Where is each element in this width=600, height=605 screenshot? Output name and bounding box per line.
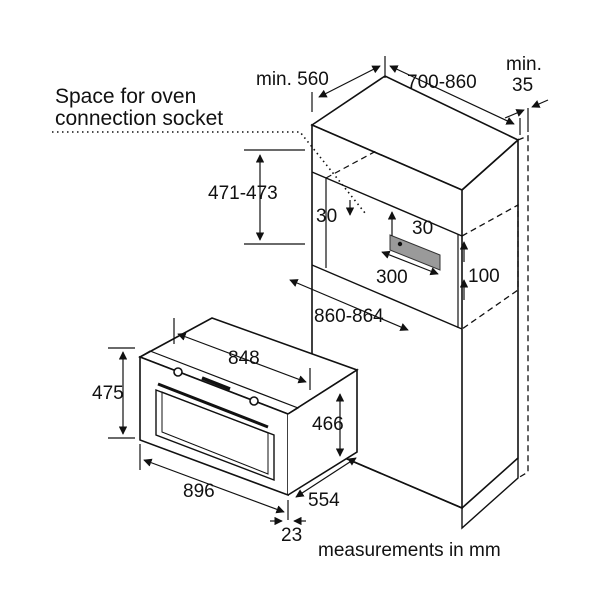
rear-gap-dashed [517,135,529,479]
label-30-left: 30 [316,206,337,227]
dim-35-b [531,99,549,108]
label-min-560: min. 560 [256,69,329,90]
dim-848 [177,332,307,384]
oven-knob-left [173,367,183,377]
label-848: 848 [228,348,260,369]
label-471-473: 471-473 [208,183,278,204]
label-554: 554 [308,490,340,511]
niche-back-dashed [461,203,519,330]
dim-554 [295,457,357,498]
label-30-right: 30 [412,218,433,239]
cabinet-side [461,138,519,509]
annotation-line2: connection socket [55,107,223,130]
label-896: 896 [183,481,215,502]
socket-dot [397,241,403,247]
dim-860-864 [289,279,409,331]
labels: Space for oven connection socket min. 56… [55,54,542,561]
dimension-lines [108,56,549,526]
dim-560 [318,65,381,98]
units-note: measurements in mm [318,540,501,561]
dim-896 [143,458,285,514]
dim-35-a [504,109,525,119]
label-300: 300 [376,267,408,288]
label-475: 475 [92,383,124,404]
niche-top-edge [311,171,463,237]
oven-handle [157,382,269,429]
label-860-864: 860-864 [314,306,384,327]
label-466: 466 [312,414,344,435]
oven-knob-right [249,396,259,406]
dim-300 [381,250,439,276]
annotation-line1: Space for oven [55,85,196,108]
label-100: 100 [468,266,500,287]
label-35: 35 [512,75,533,96]
cabinet-plinth [461,458,519,530]
label-min: min. [506,54,542,75]
label-700-860: 700-860 [407,72,477,93]
dim-700-860 [389,65,515,125]
label-23: 23 [281,525,302,546]
